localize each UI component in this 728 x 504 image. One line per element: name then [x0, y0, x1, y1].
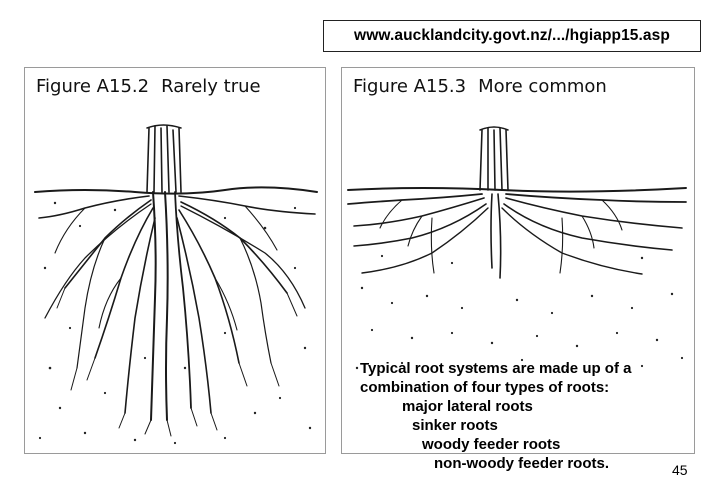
figure-rarely-true: Figure A15.2 Rarely true	[24, 67, 326, 454]
figure-a15-2-title: Figure A15.2 Rarely true	[36, 76, 261, 97]
source-url: www.aucklandcity.govt.nz/.../hgiapp15.as…	[354, 27, 670, 44]
root-type-item: non-woody feeder roots.	[434, 455, 610, 472]
figure-number: Figure A15.3	[353, 76, 467, 97]
caption-line-2: combination of four types of roots:	[360, 379, 610, 396]
root-type-item: sinker roots	[412, 417, 498, 434]
root-type-item: woody feeder roots	[422, 436, 561, 453]
figure-caption: Rarely true	[161, 76, 261, 97]
figure-caption: More common	[478, 76, 607, 97]
deep-root-system-illustration	[34, 124, 318, 445]
figure-number: Figure A15.2	[36, 76, 150, 97]
figure-more-common: Figure A15.3 More common	[341, 67, 695, 454]
page-number: 45	[672, 462, 688, 478]
root-types-caption: Typical root systems are made up of a co…	[360, 359, 631, 473]
root-type-item: major lateral roots	[402, 398, 533, 415]
figure-a15-3-title: Figure A15.3 More common	[353, 76, 607, 97]
shallow-root-system-illustration	[347, 126, 687, 372]
caption-line-1: Typical root systems are made up of a	[360, 360, 632, 377]
source-url-box: www.aucklandcity.govt.nz/.../hgiapp15.as…	[323, 20, 701, 52]
